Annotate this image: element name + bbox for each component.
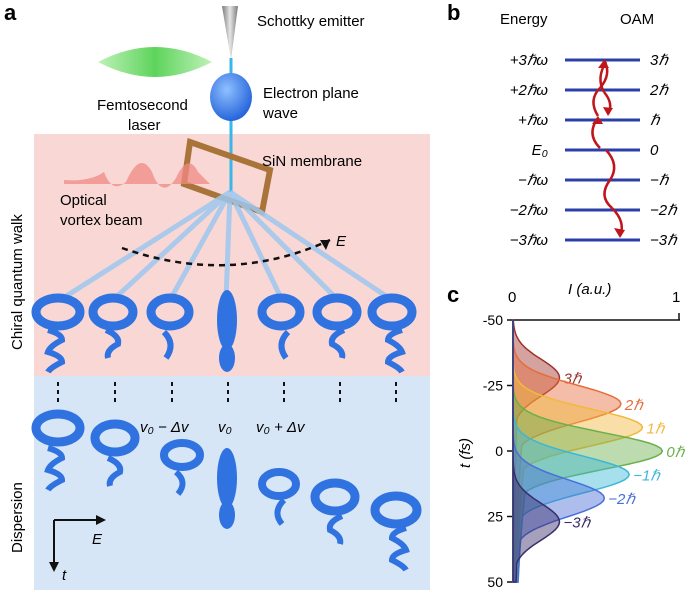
axis-t-label: t (62, 567, 67, 584)
energy-arc-arrowhead (320, 240, 330, 250)
membrane-label: SiN membrane (262, 153, 362, 170)
electron-label-line2: wave (262, 105, 298, 122)
y-tick-label: 50 (487, 574, 503, 590)
panel-a-letter: a (4, 0, 17, 25)
electron-plane-wave (210, 73, 252, 121)
energy-level-label: +3ℏω (510, 52, 549, 69)
electron-label-line1: Electron plane (263, 85, 359, 102)
y-ticks: -50 -25 0 25 50 (483, 312, 513, 590)
energy-level-label: −3ℏω (510, 232, 549, 249)
optical-vortex-beam (64, 163, 210, 188)
walk-arrowheads (592, 60, 625, 238)
series-label: −2ℏ (608, 491, 636, 508)
x-tick-label-1: 1 (672, 289, 680, 306)
y-axis-label: t (fs) (457, 438, 474, 468)
oam-level-label: −ℏ (650, 172, 670, 189)
energy-level-label: +ℏω (518, 112, 548, 129)
oam-level-label: 3ℏ (650, 52, 669, 69)
intensity-curve (512, 319, 561, 583)
oam-level-label: 0 (650, 142, 659, 159)
series-label: −3ℏ (563, 515, 591, 532)
series-label: 1ℏ (646, 420, 665, 437)
oam-level-label: 2ℏ (649, 82, 669, 99)
oam-level-label: −2ℏ (650, 202, 678, 219)
axis-t-arrowhead (49, 562, 59, 572)
intensity-curve (512, 320, 561, 583)
energy-level-label: E₀ (532, 142, 548, 159)
y-tick-label: -25 (483, 378, 503, 394)
vortex-label-line2: vortex beam (60, 212, 143, 229)
y-tick-label: 25 (487, 509, 503, 525)
femtosecond-laser-pulse (98, 47, 212, 77)
schottky-emitter-tip (222, 6, 238, 60)
x-axis-label: I (a.u.) (568, 281, 611, 298)
oam-level-label: ℏ (650, 112, 661, 129)
dispersion-arrows (57, 382, 397, 404)
side-label-chiral-quantum-walk: Chiral quantum walk (9, 214, 26, 350)
laser-label-line2: laser (128, 117, 161, 134)
series-label: −1ℏ (633, 468, 661, 485)
series-label: 2ℏ (624, 397, 644, 414)
velocity-label-minus: v₀ − Δv (140, 419, 190, 436)
energy-level-label: −2ℏω (510, 202, 549, 219)
series-label: 0ℏ (666, 444, 685, 461)
energy-arc-arrow (121, 238, 331, 267)
panel-b-letter: b (447, 0, 460, 25)
diffraction-fan (58, 189, 394, 303)
laser-label-line1: Femtosecond (97, 97, 188, 114)
velocity-label-center: v₀ (218, 419, 232, 436)
vortex-row-bottom (31, 409, 422, 572)
vortex-label-line1: Optical (60, 192, 107, 209)
velocity-label-plus: v₀ + Δv (256, 419, 306, 436)
level-diagram: +3ℏω 3ℏ +2ℏω 2ℏ +ℏω ℏE₀ 0 −ℏω −ℏ −2ℏω −2ℏ −3ℏω −3ℏ (510, 52, 678, 249)
vortex-row-top (31, 290, 417, 374)
y-tick-label: -50 (483, 312, 503, 328)
oam-header: OAM (620, 11, 654, 28)
panel-c-letter: c (447, 282, 459, 307)
y-tick-label: 0 (495, 443, 503, 459)
x-tick-label-0: 0 (508, 289, 516, 306)
energy-level-label: +2ℏω (510, 82, 549, 99)
energy-level-label: −ℏω (518, 172, 548, 189)
oam-level-label: −3ℏ (650, 232, 678, 249)
intensity-curve (512, 320, 622, 583)
schottky-emitter-label: Schottky emitter (257, 13, 365, 30)
axis-e-arrowhead (96, 515, 106, 525)
axis-e-label: E (92, 531, 103, 548)
energy-arc-label: E (336, 233, 347, 250)
energy-header: Energy (500, 11, 548, 28)
side-label-dispersion: Dispersion (9, 482, 26, 553)
